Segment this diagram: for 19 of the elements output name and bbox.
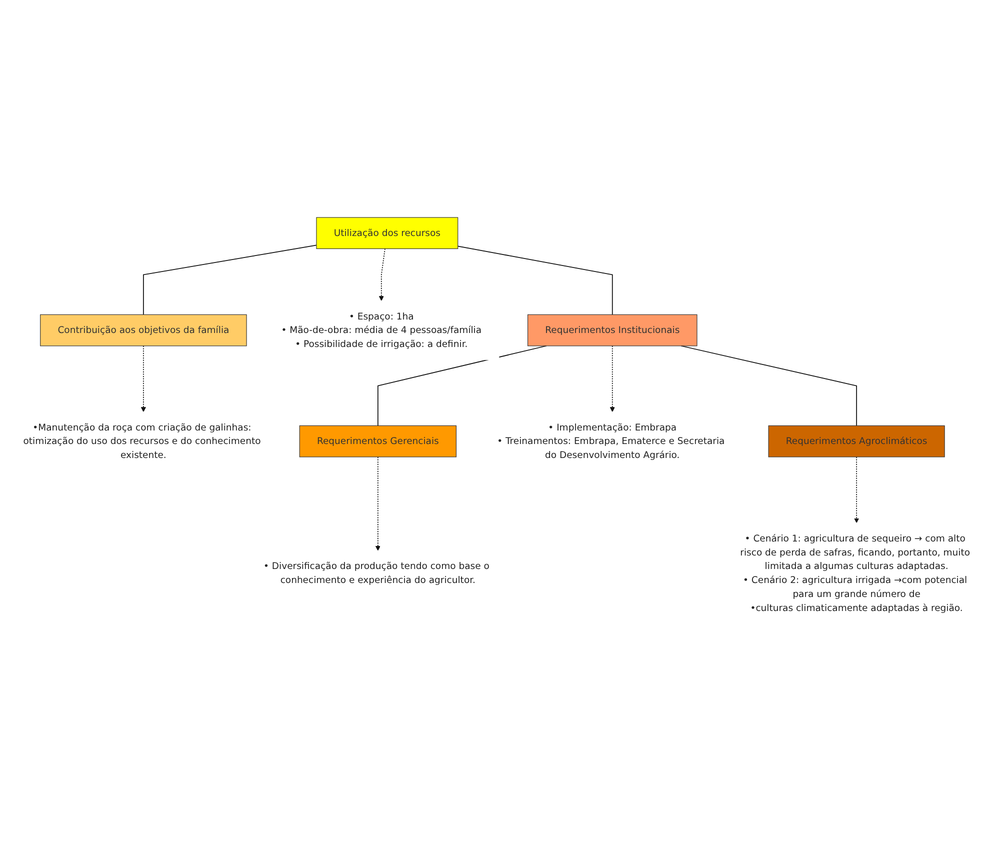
- connector: [143, 244, 317, 316]
- connector: [457, 246, 613, 316]
- arrow: [375, 456, 380, 551]
- node-box: Requerimentos Agroclimáticos: [768, 425, 945, 458]
- node-text: • Espaço: 1ha • Mão-de-obra: média de 4 pessoas/família • Possibilidade de irrigação: a definir.: [281, 310, 482, 350]
- node-text: • Implementação: Embrapa • Treinamentos: Embrapa, Ematerce e Secretaria do Desenvolvimento Agrário.: [497, 422, 725, 460]
- arrow: [610, 345, 615, 412]
- node-box: Utilização dos recursos: [316, 217, 458, 249]
- node-box: Contribuição aos objetivos da família: [40, 314, 247, 346]
- node-text: • Cenário 1: agricultura de sequeiro → com alto risco de perda de safras, ficando, portanto, muito limitada a algumas culturas adaptadas. • Cenário 2: agricultura irrigada →com potencial para um grande número de •culturas climaticamente adaptadas à região.: [740, 532, 970, 614]
- node-text: • Diversificação da produção tendo como base o conhecimento e experiência do agricultor.: [264, 560, 490, 586]
- connector: [680, 345, 857, 426]
- node-box: Requerimentos Gerenciais: [299, 425, 456, 458]
- connector: [377, 345, 547, 426]
- node-text: •Manutenção da roça com criação de galinhas: otimização do uso dos recursos e do conhecimento existente.: [23, 422, 261, 460]
- arrow: [378, 248, 386, 301]
- arrow: [854, 456, 860, 524]
- arrow: [140, 345, 146, 412]
- node-box: Requerimentos Institucionais: [528, 314, 698, 346]
